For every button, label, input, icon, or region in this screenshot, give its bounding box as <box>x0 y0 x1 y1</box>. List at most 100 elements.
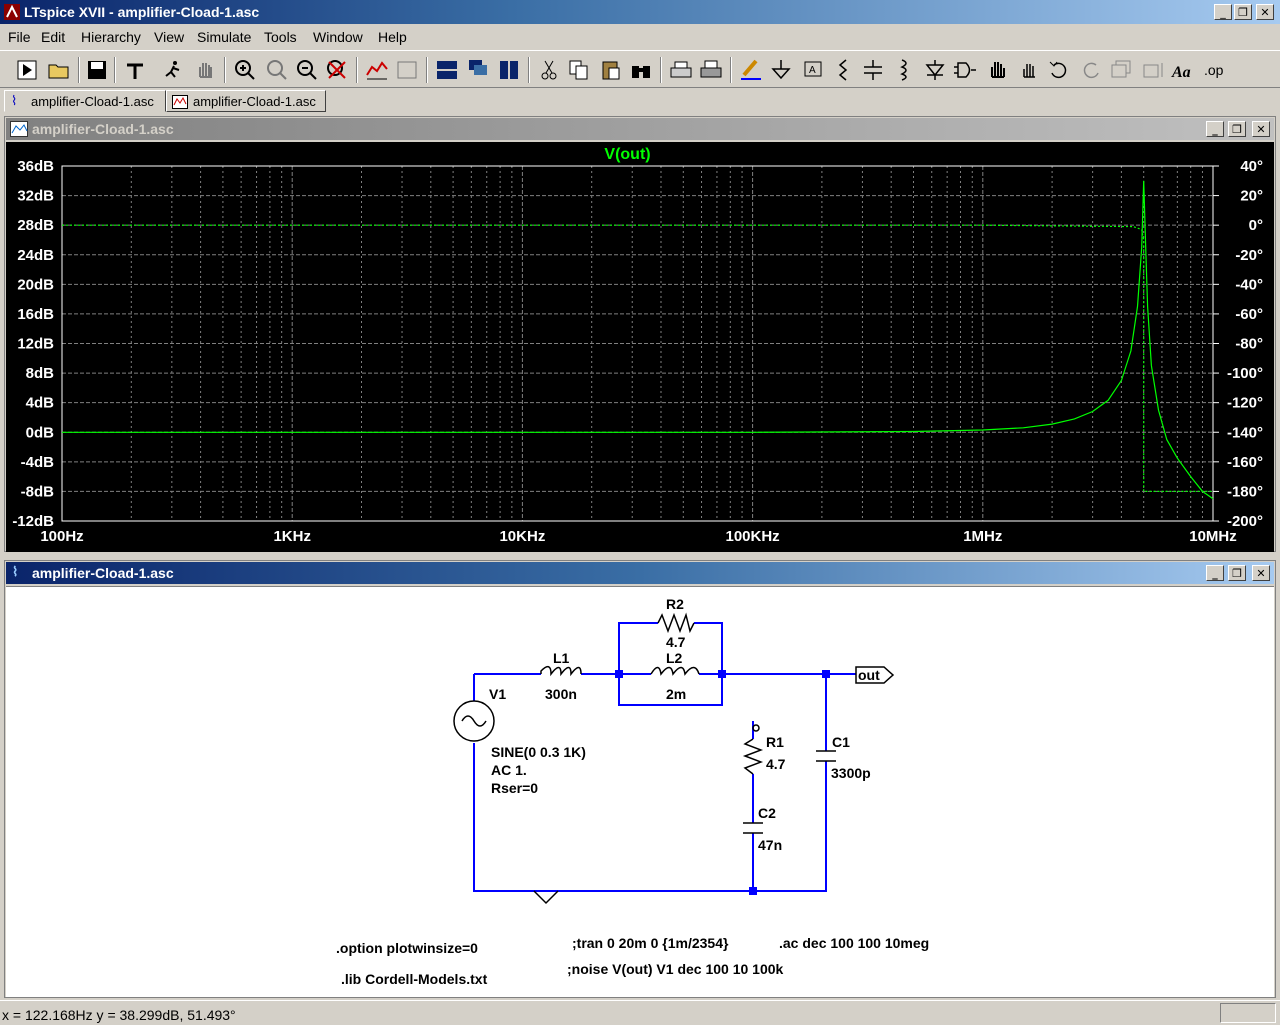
restore-button[interactable]: ❐ <box>1234 4 1252 20</box>
y-tick-label: 12dB <box>17 336 54 353</box>
undo-icon[interactable] <box>1046 57 1072 83</box>
r2-value: 4.7 <box>666 634 686 650</box>
v1-line3: Rser=0 <box>491 780 538 796</box>
r2-name: R2 <box>666 596 684 612</box>
ground-symbol[interactable] <box>533 890 559 905</box>
halt-icon[interactable] <box>160 57 186 83</box>
directive-noise[interactable]: ;noise V(out) V1 dec 100 10 100k <box>567 961 784 977</box>
run-icon[interactable] <box>14 57 40 83</box>
out-net-label[interactable] <box>855 666 895 684</box>
print-icon[interactable] <box>698 57 724 83</box>
y2-tick-label: -100° <box>1227 365 1263 382</box>
find-icon[interactable] <box>628 57 654 83</box>
pan-hand-icon[interactable] <box>192 57 218 83</box>
inductor-icon[interactable] <box>892 57 918 83</box>
label-net-icon[interactable]: A <box>800 57 826 83</box>
y2-tick-label: 20° <box>1240 188 1263 205</box>
c2-symbol[interactable] <box>743 822 763 834</box>
x-tick-label: 1KHz <box>273 528 311 545</box>
menu-help[interactable]: Help <box>378 29 407 45</box>
ground-icon[interactable] <box>768 57 794 83</box>
schematic-canvas[interactable]: V1 SINE(0 0.3 1K) AC 1. Rser=0 L1 300n R… <box>6 586 1274 997</box>
v1-symbol[interactable] <box>453 700 495 742</box>
l2-value: 2m <box>666 686 686 702</box>
r1-value: 4.7 <box>766 756 786 772</box>
y-tick-label: 8dB <box>26 365 55 382</box>
schematic-drawing[interactable]: V1 SINE(0 0.3 1K) AC 1. Rser=0 L1 300n R… <box>6 587 1274 997</box>
waveform-close-button[interactable]: ✕ <box>1252 121 1270 137</box>
v1-name: V1 <box>489 686 506 702</box>
schematic-restore-button[interactable]: ❐ <box>1228 565 1246 581</box>
schematic-icon: ⌇ <box>11 93 18 108</box>
save-icon[interactable] <box>84 57 110 83</box>
autorange-icon[interactable] <box>364 57 390 83</box>
l2-name: L2 <box>666 650 683 666</box>
control-panel-icon[interactable] <box>122 57 148 83</box>
x-tick-label: 10KHz <box>499 528 545 545</box>
open-icon[interactable] <box>46 57 72 83</box>
tab-schematic[interactable]: ⌇ amplifier-Cload-1.asc <box>4 90 166 112</box>
l1-name: L1 <box>553 650 570 666</box>
rotate-icon[interactable] <box>1108 57 1134 83</box>
menu-window[interactable]: Window <box>313 29 363 45</box>
c1-value: 3300p <box>831 765 871 781</box>
tab-waveform-label: amplifier-Cload-1.asc <box>193 94 316 109</box>
spice-directive-icon[interactable]: .op <box>1202 57 1228 83</box>
move-icon[interactable] <box>984 57 1010 83</box>
close-button[interactable]: ✕ <box>1256 4 1274 20</box>
directive-lib[interactable]: .lib Cordell-Models.txt <box>341 971 488 987</box>
cut-icon[interactable] <box>536 57 562 83</box>
diode-icon[interactable] <box>922 57 948 83</box>
menu-view[interactable]: View <box>154 29 185 45</box>
tile-horizontal-icon[interactable] <box>434 57 460 83</box>
cascade-icon[interactable] <box>466 57 492 83</box>
y2-tick-label: -20° <box>1235 247 1263 264</box>
menu-simulate[interactable]: Simulate <box>197 29 252 45</box>
l2-symbol[interactable] <box>650 666 700 676</box>
waveform-window-titlebar: amplifier-Cload-1.asc _ ❐ ✕ <box>6 118 1274 140</box>
r2-symbol[interactable] <box>657 612 695 634</box>
view-icon[interactable] <box>394 57 420 83</box>
c1-symbol[interactable] <box>816 750 836 762</box>
text-icon[interactable]: Aa <box>1170 57 1196 83</box>
capacitor-icon[interactable] <box>860 57 886 83</box>
menu-edit[interactable]: Edit <box>41 29 66 45</box>
directive-tran[interactable]: ;tran 0 20m 0 {1m/2354} <box>572 935 729 951</box>
draw-wire-icon[interactable] <box>738 57 764 83</box>
l1-symbol[interactable] <box>540 665 582 677</box>
copy-icon[interactable] <box>566 57 592 83</box>
waveform-minimize-button[interactable]: _ <box>1206 121 1224 137</box>
component-icon[interactable] <box>952 57 978 83</box>
tile-vertical-icon[interactable] <box>496 57 522 83</box>
mirror-icon[interactable] <box>1140 57 1166 83</box>
tab-waveform[interactable]: amplifier-Cload-1.asc <box>166 90 326 112</box>
minimize-button[interactable]: _ <box>1214 4 1232 20</box>
schematic-window-title: amplifier-Cload-1.asc <box>32 565 174 581</box>
redo-icon[interactable] <box>1078 57 1104 83</box>
schematic-close-button[interactable]: ✕ <box>1252 565 1270 581</box>
schematic-minimize-button[interactable]: _ <box>1206 565 1224 581</box>
menu-file[interactable]: File <box>8 29 31 45</box>
waveform-restore-button[interactable]: ❐ <box>1228 121 1246 137</box>
y2-tick-label: -160° <box>1227 454 1263 471</box>
y2-tick-label: -180° <box>1227 483 1263 500</box>
y-tick-label: 0dB <box>26 424 55 441</box>
drag-icon[interactable] <box>1016 57 1042 83</box>
directive-option[interactable]: .option plotwinsize=0 <box>336 940 478 956</box>
zoom-in-icon[interactable] <box>232 57 258 83</box>
c2-value: 47n <box>758 837 782 853</box>
waveform-window-title: amplifier-Cload-1.asc <box>32 121 174 137</box>
r1-symbol[interactable] <box>742 738 764 775</box>
zoom-area-icon[interactable] <box>264 57 290 83</box>
directive-ac[interactable]: .ac dec 100 100 10meg <box>779 935 929 951</box>
zoom-out-icon[interactable] <box>294 57 320 83</box>
resistor-icon[interactable] <box>830 57 856 83</box>
menu-tools[interactable]: Tools <box>264 29 297 45</box>
print-preview-icon[interactable] <box>668 57 694 83</box>
zoom-cancel-icon[interactable] <box>324 57 350 83</box>
cursor-readout: x = 122.168Hz y = 38.299dB, 51.493° <box>2 1007 236 1023</box>
paste-icon[interactable] <box>598 57 624 83</box>
menu-hierarchy[interactable]: Hierarchy <box>81 29 141 45</box>
